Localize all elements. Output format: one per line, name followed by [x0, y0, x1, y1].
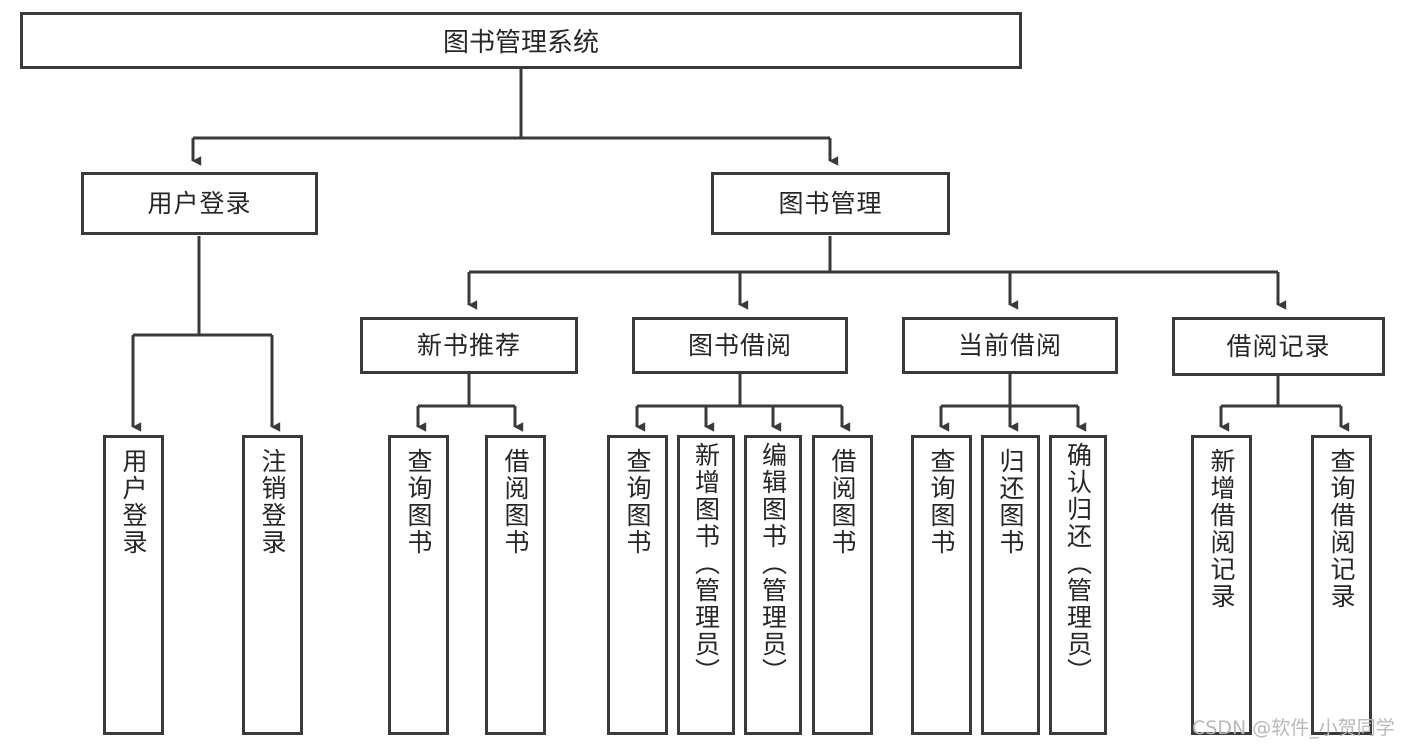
node-current-borrow[interactable]: 当前借阅 — [902, 317, 1118, 374]
node-book-borrow[interactable]: 图书借阅 — [632, 317, 848, 374]
leaf-label: 查询图书 — [623, 448, 652, 556]
leaf-user-login-login[interactable]: 用户登录 — [103, 435, 164, 735]
leaf-label: 新增借阅记录 — [1207, 448, 1236, 610]
leaf-book-borrow-edit-book-admin[interactable]: 编辑图书（管理员） — [744, 435, 802, 735]
leaf-label: 新增图书（管理员） — [691, 442, 721, 685]
leaf-label: 借阅图书 — [828, 448, 857, 556]
node-current-borrow-label: 当前借阅 — [957, 330, 1062, 360]
node-borrow-record-label: 借阅记录 — [1226, 331, 1331, 361]
leaf-current-borrow-confirm-return-admin[interactable]: 确认归还（管理员） — [1049, 435, 1107, 735]
leaf-label: 查询图书 — [927, 448, 956, 556]
leaf-new-book-query-book[interactable]: 查询图书 — [388, 435, 449, 735]
leaf-new-book-borrow-book[interactable]: 借阅图书 — [485, 435, 546, 735]
leaf-borrow-record-query-record[interactable]: 查询借阅记录 — [1311, 435, 1372, 735]
node-book-borrow-label: 图书借阅 — [687, 330, 792, 360]
node-new-book-recommend-label: 新书推荐 — [416, 330, 521, 360]
leaf-label: 查询图书 — [404, 448, 433, 556]
node-user-login-label: 用户登录 — [147, 188, 252, 218]
node-user-login[interactable]: 用户登录 — [81, 172, 318, 235]
node-borrow-record[interactable]: 借阅记录 — [1172, 317, 1385, 376]
leaf-book-borrow-borrow-book[interactable]: 借阅图书 — [812, 435, 873, 735]
leaf-current-borrow-query-book[interactable]: 查询图书 — [911, 435, 972, 735]
leaf-label: 归还图书 — [996, 448, 1025, 556]
node-book-management-label: 图书管理 — [778, 188, 883, 218]
leaf-borrow-record-add-record[interactable]: 新增借阅记录 — [1191, 435, 1252, 735]
leaf-label: 借阅图书 — [501, 448, 530, 556]
node-root-system[interactable]: 图书管理系统 — [20, 12, 1022, 69]
leaf-book-borrow-add-book-admin[interactable]: 新增图书（管理员） — [677, 435, 735, 735]
leaf-label: 确认归还（管理员） — [1063, 442, 1093, 685]
node-book-management[interactable]: 图书管理 — [711, 172, 950, 235]
leaf-label: 编辑图书（管理员） — [758, 442, 788, 685]
leaf-label: 查询借阅记录 — [1327, 448, 1356, 610]
node-new-book-recommend[interactable]: 新书推荐 — [360, 317, 578, 374]
leaf-book-borrow-query-book[interactable]: 查询图书 — [607, 435, 668, 735]
node-root-label: 图书管理系统 — [442, 28, 599, 58]
leaf-current-borrow-return-book[interactable]: 归还图书 — [981, 435, 1040, 735]
watermark-text: CSDN @软件_小贺同学 — [1192, 717, 1395, 739]
leaf-label: 用户登录 — [119, 448, 148, 556]
leaf-label: 注销登录 — [258, 448, 287, 556]
leaf-user-login-logout[interactable]: 注销登录 — [242, 435, 303, 735]
